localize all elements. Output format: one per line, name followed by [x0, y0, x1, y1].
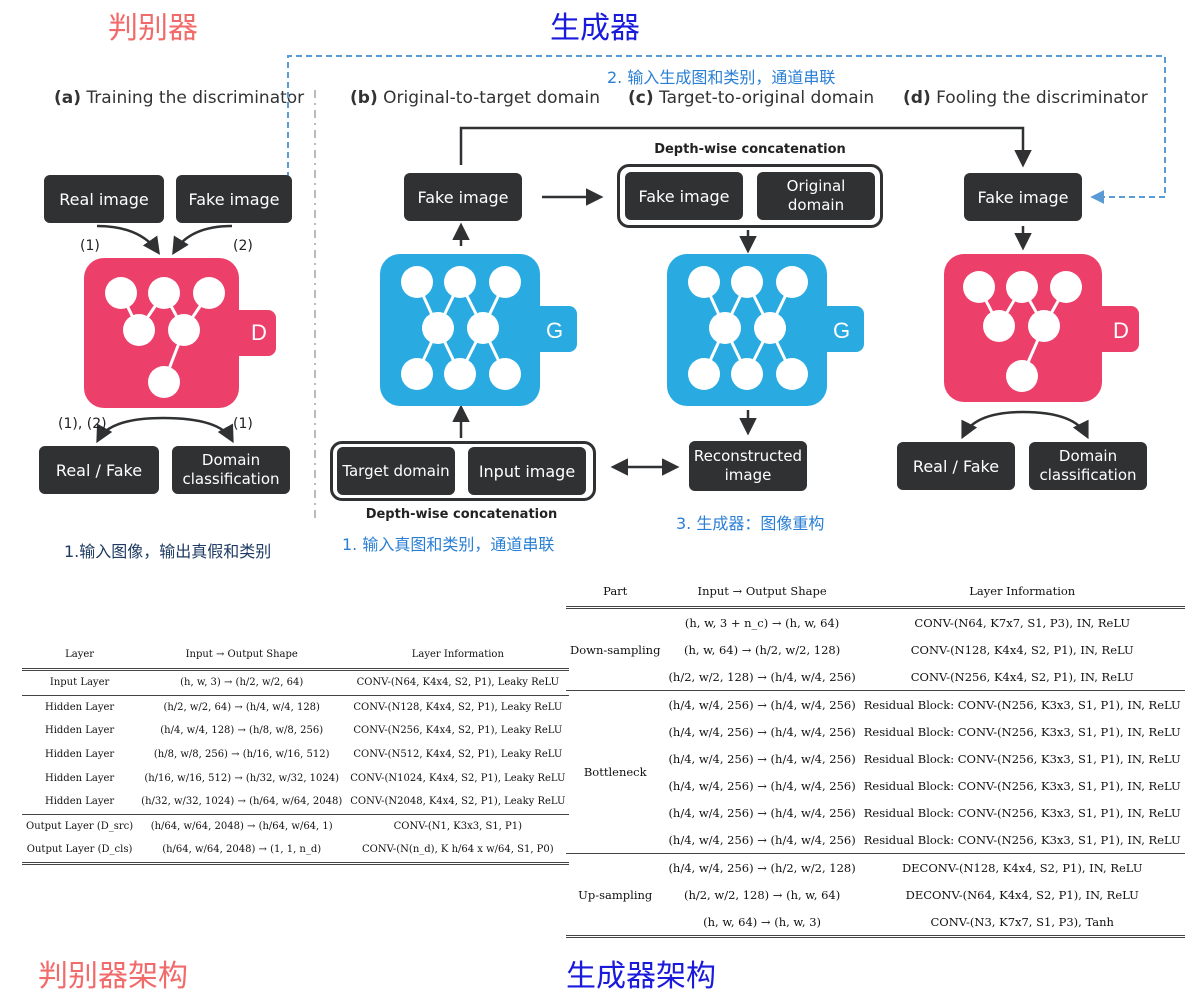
- col-shape: Input → Output Shape: [697, 584, 827, 598]
- panel-b-title: (b) Original-to-target domain: [350, 88, 601, 108]
- fake-image-box-d: Fake image: [964, 173, 1082, 221]
- table-row: Hidden Layer(h/4, w/4, 128) → (h/8, w/8,…: [44, 725, 563, 737]
- edge-label-real: (1): [80, 238, 100, 254]
- annotation-step3: 3. 生成器：图像重构: [676, 514, 825, 533]
- arrow-d-to-realfake: [96, 416, 164, 444]
- col-shape: Input → Output Shape: [185, 648, 298, 660]
- d-net-tab: [1087, 306, 1139, 352]
- table-row: (h/4, w/4, 256) → (h/4, w/4, 256)Residua…: [668, 751, 1181, 766]
- table-row: Output Layer (D_src)(h/64, w/64, 2048) →…: [26, 820, 523, 832]
- g-net-tab: [812, 306, 864, 352]
- table-row: (h/4, w/4, 256) → (h/4, w/4, 256)Residua…: [668, 724, 1181, 739]
- input-image-box: Input image: [468, 447, 586, 495]
- d-net-tab: [224, 310, 276, 356]
- col-info: Layer Information: [411, 648, 504, 660]
- reconstructed-image-box: Reconstructed image: [689, 441, 807, 491]
- table-row: Down-sampling(h, w, 3 + n_c) → (h, w, 64…: [566, 608, 1185, 657]
- domain-classification-box-a: Domain classification: [172, 446, 290, 494]
- table-row: Input Layer(h, w, 3) → (h/2, w/2, 64)CON…: [22, 670, 570, 696]
- table-row: (h/4, w/4, 256) → (h/4, w/4, 256)Residua…: [566, 826, 1185, 854]
- arrow-fake-to-panel-d: [459, 126, 1032, 168]
- table-row: (h/4, w/4, 256) → (h/4, w/4, 256)Residua…: [668, 778, 1181, 793]
- discriminator-arch-header: 判别器架构: [38, 959, 188, 994]
- table-row: Hidden Layer(h/8, w/8, 256) → (h/16, w/1…: [44, 749, 563, 761]
- table-row: Hidden Layer(h/2, w/2, 64) → (h/4, w/4, …: [44, 701, 563, 713]
- real-fake-box-a: Real / Fake: [39, 446, 159, 494]
- generator-arch-header: 生成器架构: [566, 959, 716, 994]
- edge-label-domain: (1): [233, 416, 253, 432]
- concat-frame-b: [330, 441, 596, 501]
- d-label-a: D: [251, 320, 267, 345]
- edge-label-fake: (2): [233, 238, 253, 254]
- fake-image-box-b: Fake image: [404, 173, 522, 221]
- target-domain-box: Target domain: [337, 447, 455, 495]
- discriminator-net-a: D: [84, 258, 276, 408]
- fake-image-box-a: Fake image: [176, 175, 292, 223]
- table-row: (h, w, 64) → (h/2, w/2, 128)CONV-(N128, …: [683, 642, 1134, 657]
- table-row: Bottleneck (h/4, w/4, 256) → (h/4, w/4, 2…: [566, 691, 1185, 780]
- arrow-real-to-d: [96, 224, 160, 255]
- table-row: Up-sampling(h/4, w/4, 256) → (h/2, w/2, …: [566, 854, 1185, 902]
- fake-image-box-c: Fake image: [625, 172, 743, 220]
- discriminator-header: 判别器: [108, 11, 198, 46]
- table-row: Hidden Layer(h/32, w/32, 1024) → (h/64, …: [22, 790, 570, 815]
- discriminator-arch-table: Layer Input → Output Shape Layer Informa…: [22, 640, 570, 865]
- connectors-layer: [96, 55, 1166, 520]
- part-bottleneck: Bottleneck: [583, 765, 647, 779]
- generator-header: 生成器: [550, 11, 640, 46]
- edge-label-realfake: (1), (2): [58, 416, 107, 432]
- panel-c-title: (c) Target-to-original domain: [628, 88, 875, 108]
- table-row: (h/2, w/2, 128) → (h/4, w/4, 256)CONV-(N…: [566, 663, 1185, 691]
- dashed-feedback-arrow: [287, 55, 1166, 204]
- part-downsampling: Down-sampling: [570, 642, 661, 657]
- annotation-step2: 2. 输入生成图和类别，通道串联: [607, 68, 836, 87]
- domain-classification-box-d: Domain classification: [1029, 442, 1147, 490]
- panel-d-title: (d) Fooling the discriminator: [903, 88, 1148, 108]
- discriminator-net-d: D: [944, 254, 1139, 402]
- table-row: Output Layer (D_cls)(h/64, w/64, 2048) →…: [22, 838, 570, 864]
- col-part: Part: [603, 584, 628, 598]
- col-info: Layer Information: [969, 584, 1076, 598]
- arrow-fake-to-d: [172, 224, 233, 255]
- real-image-box: Real image: [44, 175, 164, 223]
- original-domain-box: Original domain: [757, 172, 875, 220]
- g-label-c: G: [833, 318, 850, 343]
- panel-a-title: (a) Training the discriminator: [54, 88, 305, 108]
- table-row: (h/4, w/4, 256) → (h/4, w/4, 256)Residua…: [668, 805, 1181, 820]
- annotation-step1-gen: 1. 输入真图和类别，通道串联: [342, 535, 555, 554]
- arrow-d2-to-domain: [1022, 410, 1089, 440]
- col-layer: Layer: [65, 648, 95, 660]
- arrow-d-to-domain: [162, 416, 234, 444]
- d-label-d: D: [1113, 318, 1129, 343]
- arrow-d2-to-realfake: [961, 410, 1024, 440]
- annotation-step1-disc: 1.输入图像，输出真假和类别: [64, 542, 272, 561]
- g-net-tab: [525, 306, 577, 352]
- table-row: (h/2, w/2, 128) → (h, w, 64)DECONV-(N64,…: [683, 887, 1139, 902]
- real-fake-box-d: Real / Fake: [897, 442, 1015, 490]
- generator-arch-table: Part Input → Output Shape Layer Informat…: [566, 576, 1185, 938]
- concat-label-c: Depth-wise concatenation: [654, 142, 846, 157]
- concat-frame-c: [617, 164, 883, 228]
- part-upsampling: Up-sampling: [578, 887, 653, 902]
- table-row: Hidden Layer(h/16, w/16, 512) → (h/32, w…: [44, 772, 566, 784]
- generator-net-b: G: [380, 254, 577, 406]
- generator-net-c: G: [667, 254, 864, 406]
- concat-label-b: Depth-wise concatenation: [365, 507, 558, 522]
- table-row: (h, w, 64) → (h, w, 3)CONV-(N3, K7x7, S1…: [566, 908, 1185, 937]
- g-label-b: G: [546, 318, 563, 343]
